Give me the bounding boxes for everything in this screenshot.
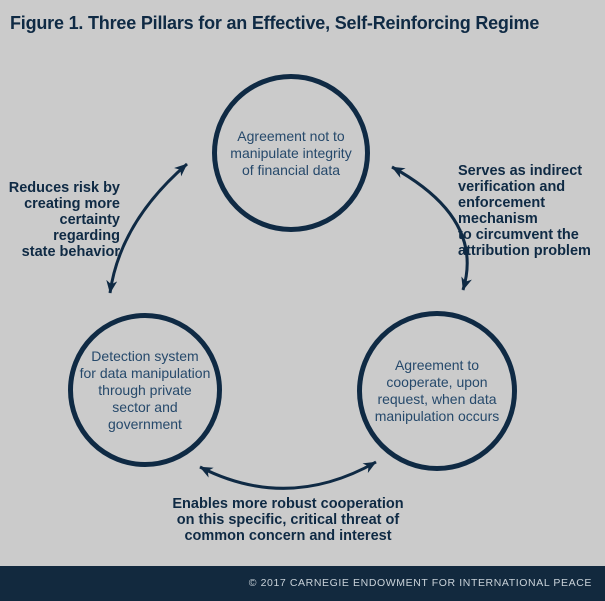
node-cooperation-agreement: Agreement to cooperate, upon request, wh…	[357, 311, 517, 471]
node-label: Agreement not to manipulate integrity of…	[230, 127, 352, 178]
double-arrow-bottom-icon	[199, 460, 377, 490]
node-label: Agreement to cooperate, upon request, wh…	[374, 357, 500, 424]
node-detection-system: Detection system for data manipulation t…	[68, 313, 222, 467]
edge-label-left: Reduces risk by creating more certainty …	[8, 180, 120, 260]
node-label: Detection system for data manipulation t…	[79, 347, 211, 432]
footer-bar: © 2017 CARNEGIE ENDOWMENT FOR INTERNATIO…	[0, 566, 605, 601]
double-arrow-top-to-left-icon	[106, 162, 188, 294]
copyright-text: © 2017 CARNEGIE ENDOWMENT FOR INTERNATIO…	[248, 577, 592, 589]
figure-title: Figure 1. Three Pillars for an Effective…	[10, 13, 540, 33]
node-no-manipulation-agreement: Agreement not to manipulate integrity of…	[212, 74, 370, 232]
edge-label-bottom: Enables more robust cooperation on this …	[172, 496, 404, 544]
double-arrow-top-to-right-icon	[391, 165, 472, 291]
edge-label-right: Serves as indirect verification and enfo…	[458, 163, 591, 259]
